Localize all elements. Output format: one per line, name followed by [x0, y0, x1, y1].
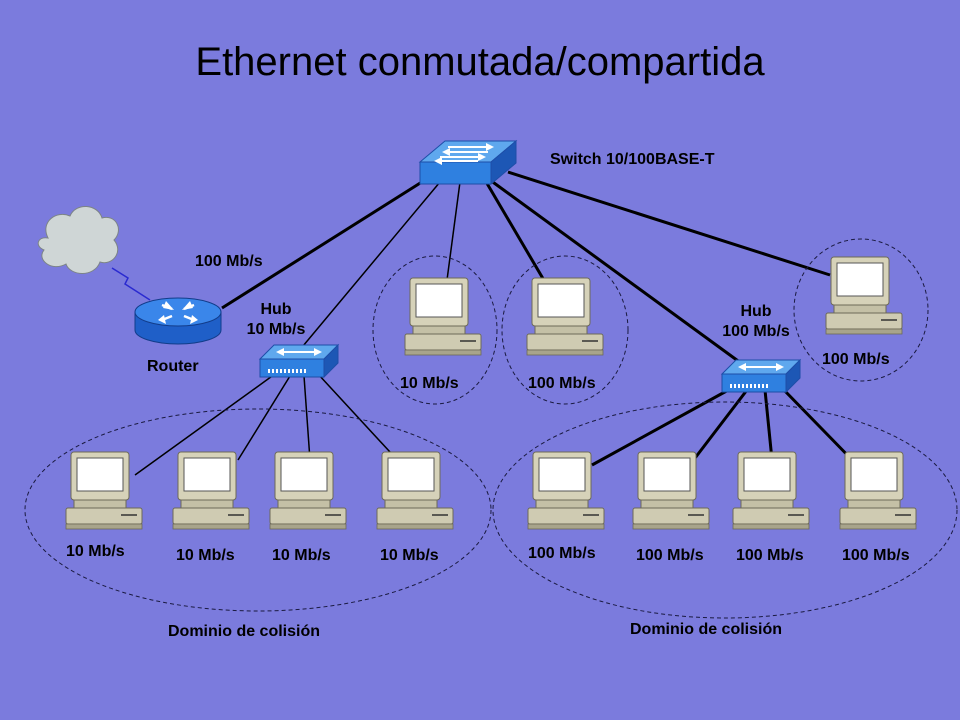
- hub-left-title: Hub: [260, 301, 292, 318]
- collision-domain-left-label: Dominio de colisión: [168, 623, 321, 640]
- hub-right-title: Hub: [740, 303, 772, 320]
- right-host-4-pc-icon: [839, 451, 917, 530]
- link-hub-right-host-2: [690, 389, 749, 463]
- right-host-3-speed: 100 Mb/s: [736, 547, 804, 564]
- hub-right-speed: 100 Mb/s: [722, 323, 790, 340]
- left-host-1-pc-icon: [65, 451, 143, 530]
- switched-host-3-pc-icon: [825, 256, 903, 335]
- link-hub-right-host-1: [591, 386, 733, 467]
- link-hub-left-host-2: [237, 375, 291, 461]
- switched-host-3-ellipse: [793, 238, 929, 382]
- link-switch-host-1: [446, 181, 461, 281]
- right-host-3-pc-icon: [732, 451, 810, 530]
- collision-domain-right-label: Dominio de colisión: [630, 621, 783, 638]
- left-host-3-pc-icon: [269, 451, 347, 530]
- left-host-3-speed: 10 Mb/s: [272, 547, 331, 564]
- hub-left-label: Hub 10 Mb/s: [236, 300, 316, 340]
- link-hub-left-host-3: [303, 375, 311, 461]
- right-host-1-speed: 100 Mb/s: [528, 545, 596, 562]
- left-host-4-speed: 10 Mb/s: [380, 547, 439, 564]
- link-switch-host-2: [483, 179, 547, 283]
- switched-host-3-speed: 100 Mb/s: [822, 351, 890, 368]
- right-host-2-speed: 100 Mb/s: [636, 547, 704, 564]
- switched-host-2-pc-icon: [526, 277, 604, 356]
- cloud-router-link: [111, 267, 151, 301]
- collision-domain-right-ellipse: [492, 401, 958, 619]
- right-host-2-pc-icon: [632, 451, 710, 530]
- router-icon: [134, 297, 222, 345]
- hub-left-icon: [259, 344, 339, 378]
- link-hub-left-host-1: [134, 373, 276, 476]
- switch-label: Switch 10/100BASE-T: [550, 151, 715, 168]
- page-title: Ethernet conmutada/compartida: [195, 40, 765, 84]
- link-switch-router: [221, 178, 426, 310]
- router-label: Router: [147, 358, 199, 375]
- right-host-4-speed: 100 Mb/s: [842, 547, 910, 564]
- hub-right-icon: [721, 359, 801, 393]
- link-hub-right-host-3: [763, 389, 774, 461]
- hub-right-label: Hub 100 Mb/s: [711, 302, 801, 342]
- link-switch-hub-right: [489, 178, 746, 368]
- switched-host-2-ellipse: [501, 255, 629, 405]
- left-host-2-speed: 10 Mb/s: [176, 547, 235, 564]
- link-switch-host-3: [507, 170, 831, 277]
- collision-domain-left-ellipse: [24, 408, 492, 612]
- left-host-1-speed: 10 Mb/s: [66, 543, 125, 560]
- switch-icon: [418, 139, 518, 186]
- cloud-icon: [37, 206, 119, 274]
- switched-host-1-ellipse: [372, 255, 498, 405]
- switched-host-1-speed: 10 Mb/s: [400, 375, 459, 392]
- router-link-speed-label: 100 Mb/s: [195, 253, 263, 270]
- link-switch-hub-left: [297, 181, 441, 353]
- hub-left-speed: 10 Mb/s: [246, 321, 306, 338]
- switched-host-1-pc-icon: [404, 277, 482, 356]
- left-host-4-pc-icon: [376, 451, 454, 530]
- switched-host-2-speed: 100 Mb/s: [528, 375, 596, 392]
- left-host-2-pc-icon: [172, 451, 250, 530]
